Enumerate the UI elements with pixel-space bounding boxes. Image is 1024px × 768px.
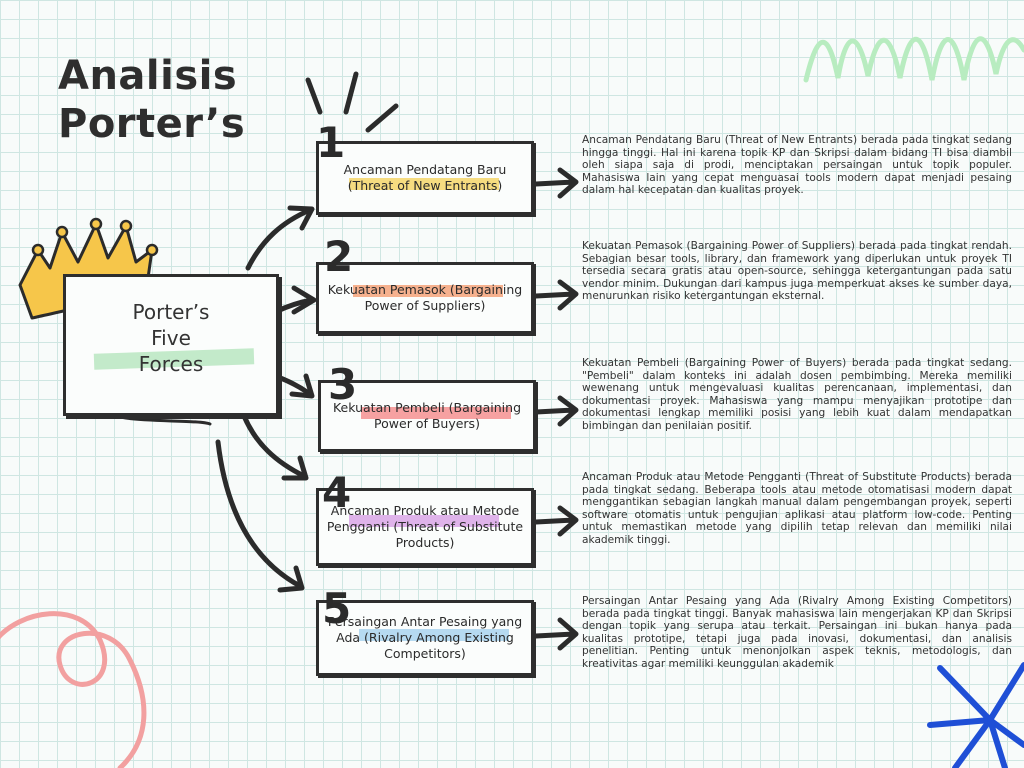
- force-box-bargaining-power-of-suppliers: Kekuatan Pemasok (Bargaining Power of Su…: [316, 262, 534, 334]
- arrow-head-3: [289, 373, 315, 399]
- force-box-threat-of-substitute-products: Ancaman Produk atau Metode Pengganti (Th…: [316, 488, 534, 566]
- arrow-to-force-2: [272, 297, 315, 315]
- force-box-rivalry-among-existing-competitors: Persaingan Antar Pesaing yang Ada (Rival…: [316, 600, 534, 676]
- force-2-description: Kekuatan Pemasok (Bargaining Power of Su…: [582, 240, 1012, 303]
- force-4-number: 4: [322, 468, 352, 517]
- title-line-2: Porter’s: [58, 101, 246, 147]
- force-1-highlight: [349, 178, 499, 190]
- arrow-head-4: [281, 455, 309, 481]
- force-3-description: Kekuatan Pembeli (Bargaining Power of Bu…: [582, 357, 1012, 432]
- squiggle-icon: [803, 36, 1024, 83]
- force-5-number: 5: [322, 584, 352, 633]
- force-2-label: Kekuatan Pemasok (Bargaining Power of Su…: [327, 282, 523, 313]
- force-1-label: Ancaman Pendatang Baru (Threat of New En…: [343, 162, 507, 193]
- force-5-highlight: [359, 629, 509, 641]
- force-2-highlight: [353, 285, 503, 297]
- force-4-label: Ancaman Produk atau Metode Pengganti (Th…: [326, 503, 524, 550]
- arrow-to-force-5: [215, 439, 303, 589]
- desc-arrow-2: [533, 279, 579, 311]
- arrow-head-2: [291, 285, 317, 315]
- center-line-3: Forces: [138, 352, 204, 376]
- force-2-number: 2: [324, 232, 354, 281]
- force-box-bargaining-power-of-buyers: Kekuatan Pembeli (Bargaining Power of Bu…: [318, 380, 536, 452]
- title-line-1: Analisis: [58, 53, 238, 99]
- porters-five-forces-box: Porter’s Five Forces: [63, 274, 279, 416]
- arrow-head-1: [287, 205, 315, 231]
- force-5-description: Persaingan Antar Pesaing yang Ada (Rival…: [582, 595, 1012, 670]
- force-3-number: 3: [328, 360, 358, 409]
- star-burst-icon: [927, 662, 1024, 768]
- desc-arrow-5: [533, 617, 579, 651]
- desc-arrow-3: [533, 395, 579, 427]
- force-1-description: Ancaman Pendatang Baru (Threat of New En…: [582, 134, 1012, 197]
- force-4-highlight: [349, 515, 499, 527]
- center-label: Porter’s Five Forces: [66, 299, 276, 377]
- force-4-description: Ancaman Produk atau Metode Pengganti (Th…: [582, 471, 1012, 546]
- arrow-to-force-1: [245, 207, 313, 271]
- force-box-threat-of-new-entrants: Ancaman Pendatang Baru (Threat of New En…: [316, 141, 534, 215]
- force-5-label: Persaingan Antar Pesaing yang Ada (Rival…: [327, 614, 523, 661]
- swirl-icon: [0, 611, 147, 768]
- force-3-highlight: [361, 407, 511, 419]
- page-title: Analisis Porter’s: [58, 52, 245, 148]
- arrow-head-5: [277, 565, 305, 593]
- force-3-label: Kekuatan Pembeli (Bargaining Power of Bu…: [332, 400, 521, 431]
- desc-arrow-1: [533, 167, 579, 199]
- arrow-to-force-4: [241, 413, 307, 479]
- center-line-2: Five: [151, 326, 191, 350]
- desc-arrow-4: [533, 505, 579, 537]
- force-1-number: 1: [316, 118, 346, 167]
- center-line-1: Porter’s: [132, 300, 210, 324]
